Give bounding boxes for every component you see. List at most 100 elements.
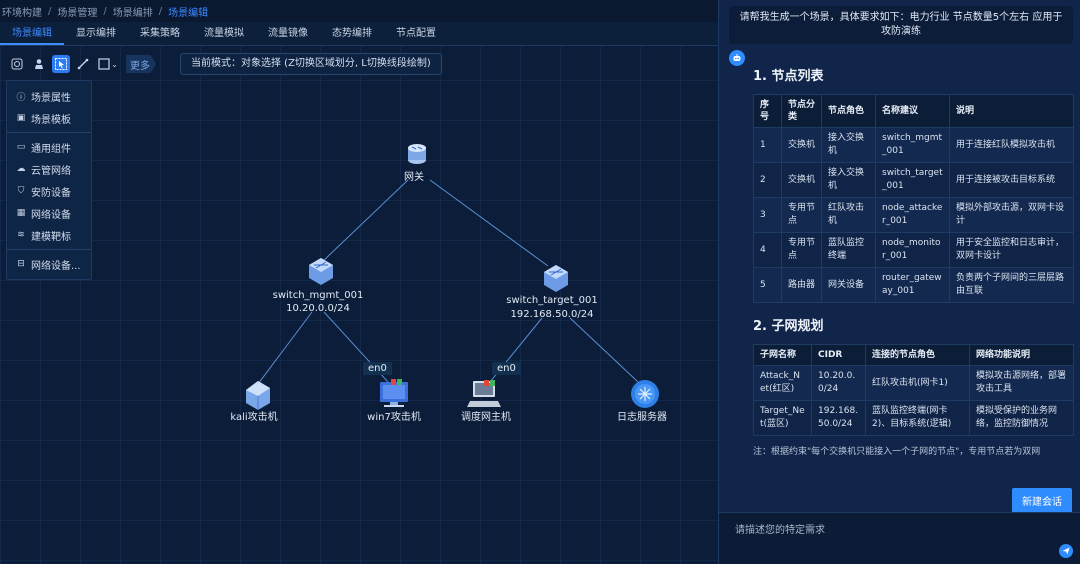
menu-cloud-network[interactable]: ☁ 云管网络 <box>7 158 91 180</box>
table-cell: 蓝队监控终端(网卡2)、目标系统(逻辑) <box>865 400 970 436</box>
router-icon <box>408 144 426 164</box>
table-header-cell: 子网名称 <box>753 344 812 366</box>
breadcrumb-env[interactable]: 环境构建 <box>2 7 42 19</box>
table-cell: 模拟攻击源网络，部署攻击工具 <box>969 365 1074 401</box>
bot-response[interactable]: 1. 节点列表 序号 节点分类 节点角色 名称建议 说明 1 交换机 <box>753 60 1075 476</box>
tab-situation-orchestration[interactable]: 态势编排 <box>332 28 372 39</box>
win7-interface-label[interactable]: en0 <box>363 362 392 375</box>
tab-node-config[interactable]: 节点配置 <box>396 28 436 39</box>
chat-input[interactable] <box>719 513 1080 564</box>
table-cell: 用于安全监控和日志审计，双网卡设计 <box>949 232 1074 268</box>
table-header-row: 子网名称 CIDR 连接的节点角色 网络功能说明 <box>753 344 1074 366</box>
switch-icon <box>309 258 333 285</box>
table-header-cell: 节点角色 <box>821 94 876 128</box>
screenshot-tool-button[interactable] <box>8 55 26 73</box>
table-cell: 接入交换机 <box>821 127 876 163</box>
table-cell: 模拟受保护的业务网络，监控防御情况 <box>969 400 1074 436</box>
table-row: 1 交换机 接入交换机 switch_mgmt_001 用于连接红队模拟攻击机 <box>753 127 1074 163</box>
breadcrumb: 环境构建 / 场景管理 / 场景编排 / 场景编辑 <box>0 0 718 22</box>
user-tool-button[interactable] <box>30 55 48 73</box>
menu-divider <box>7 132 91 133</box>
node-gateway[interactable]: 网关 <box>404 144 426 183</box>
workstation-icon <box>467 380 501 407</box>
table-cell: 用于连接被攻击目标系统 <box>949 162 1074 198</box>
table-cell: 交换机 <box>781 162 822 198</box>
cloud-icon: ☁ <box>16 164 26 174</box>
node-win7[interactable]: win7攻击机 <box>367 379 421 423</box>
tab-collection-policy[interactable]: 采集策略 <box>140 28 180 39</box>
topology-links <box>257 179 639 385</box>
table-row: Attack_Net(红区) 10.20.0.0/24 红队攻击机(网卡1) 模… <box>753 365 1074 401</box>
select-tool-button[interactable] <box>52 55 70 73</box>
mode-indicator: 当前模式：对象选择 (Z切换区域划分, L切换线段绘制) <box>180 53 442 75</box>
table-header-cell: CIDR <box>811 344 866 366</box>
menu-modeling-targets[interactable]: ≋ 建模靶标 <box>7 224 91 246</box>
tab-traffic-simulation[interactable]: 流量模拟 <box>204 28 244 39</box>
menu-divider <box>7 249 91 250</box>
node-scheduler-label: 调度网主机 <box>461 410 511 423</box>
breadcrumb-scene-orchestration[interactable]: 场景编排 <box>112 7 153 19</box>
table-cell: Attack_Net(红区) <box>753 365 812 401</box>
monitor-icon <box>380 379 408 407</box>
node-scheduler[interactable]: 调度网主机 <box>461 380 511 423</box>
table-cell: 红队攻击机(网卡1) <box>865 365 970 401</box>
node-list-table: 序号 节点分类 节点角色 名称建议 说明 1 交换机 接入交换机 switch_… <box>753 94 1074 303</box>
tab-scene-edit[interactable]: 场景编辑 <box>0 22 64 45</box>
menu-item-label: 安防设备 <box>31 187 71 199</box>
breadcrumb-scene-edit: 场景编辑 <box>168 7 209 19</box>
editor-toolbar: ⌄ 更多 <box>8 54 156 74</box>
breadcrumb-scene-mgmt[interactable]: 场景管理 <box>57 7 98 19</box>
link-gateway-switch-mgmt[interactable] <box>321 179 409 263</box>
topology-canvas[interactable]: 网关 switch_mgmt_001 10.20.0.0/24 <box>0 0 718 564</box>
line-tool-button[interactable] <box>74 55 92 73</box>
table-cell: 交换机 <box>781 127 822 163</box>
editor-tabs: 场景编辑 显示编排 采集策略 流量模拟 流量镜像 态势编排 节点配置 <box>0 22 718 46</box>
node-gateway-label: 网关 <box>404 170 424 183</box>
node-switch-mgmt[interactable]: switch_mgmt_001 10.20.0.0/24 <box>273 258 364 314</box>
table-cell: 蓝队监控终端 <box>821 232 876 268</box>
send-button[interactable] <box>1059 544 1073 558</box>
component-side-menu: ⓘ 场景属性 ▣ 场景模板 ▭ 通用组件 ☁ 云管网络 ⛉ 安防设备 ▦ <box>6 80 92 280</box>
node-switch-target-subnet: 192.168.50.0/24 <box>511 309 594 320</box>
shield-icon: ⛉ <box>17 186 25 196</box>
table-cell: router_gateway_001 <box>875 267 950 303</box>
node-switch-target[interactable]: switch_target_001 192.168.50.0/24 <box>506 265 598 320</box>
link-switch-mgmt-kali[interactable] <box>257 311 313 385</box>
table-cell: 用于连接红队模拟攻击机 <box>949 127 1074 163</box>
table-cell: 路由器 <box>781 267 822 303</box>
response-note: 注：根据约束"每个交换机只能接入一个子网的节点"，专用节点若为双网 <box>753 447 1041 457</box>
menu-network-devices-more[interactable]: ⊟ 网络设备... <box>7 253 91 275</box>
node-kali[interactable]: kali攻击机 <box>230 381 278 423</box>
cursor-icon <box>55 58 67 70</box>
node-switch-mgmt-label: switch_mgmt_001 <box>273 290 364 301</box>
link-gateway-switch-target[interactable] <box>429 179 549 267</box>
section-subnet-title: 2. 子网规划 <box>753 319 824 334</box>
menu-item-label: 网络设备 <box>31 209 71 221</box>
menu-item-label: 网络设备... <box>31 260 81 272</box>
table-cell: 10.20.0.0/24 <box>811 365 866 401</box>
table-header-cell: 网络功能说明 <box>969 344 1074 366</box>
table-cell: 192.168.50.0/24 <box>811 400 866 436</box>
tab-traffic-mirror[interactable]: 流量镜像 <box>268 28 308 39</box>
table-header-cell: 名称建议 <box>875 94 950 128</box>
tab-display-orchestration[interactable]: 显示编排 <box>76 28 116 39</box>
table-cell: 1 <box>753 127 782 163</box>
table-header-cell: 节点分类 <box>781 94 822 128</box>
new-chat-button[interactable]: 新建会话 <box>1012 488 1072 513</box>
network-device-icon: ⊟ <box>17 259 25 269</box>
table-cell: 2 <box>753 162 782 198</box>
menu-item-label: 通用组件 <box>31 143 71 155</box>
table-cell: node_monitor_001 <box>875 232 950 268</box>
menu-security-devices[interactable]: ⛉ 安防设备 <box>7 180 91 202</box>
menu-common-components[interactable]: ▭ 通用组件 <box>7 136 91 158</box>
scheduler-interface-label[interactable]: en0 <box>492 362 521 375</box>
shape-dropdown-button[interactable]: ⌄ <box>96 55 120 73</box>
link-switch-target-log[interactable] <box>569 317 639 383</box>
menu-network-devices[interactable]: ▦ 网络设备 <box>7 202 91 224</box>
more-button[interactable]: 更多 <box>126 55 156 73</box>
node-log-server[interactable]: 日志服务器 <box>617 380 667 423</box>
table-row: 3 专用节点 红队攻击机 node_attacker_001 模拟外部攻击源，双… <box>753 197 1074 233</box>
menu-scene-template[interactable]: ▣ 场景模板 <box>7 107 91 129</box>
menu-scene-properties[interactable]: ⓘ 场景属性 <box>7 85 91 107</box>
network-device-icon: ▦ <box>16 208 26 218</box>
